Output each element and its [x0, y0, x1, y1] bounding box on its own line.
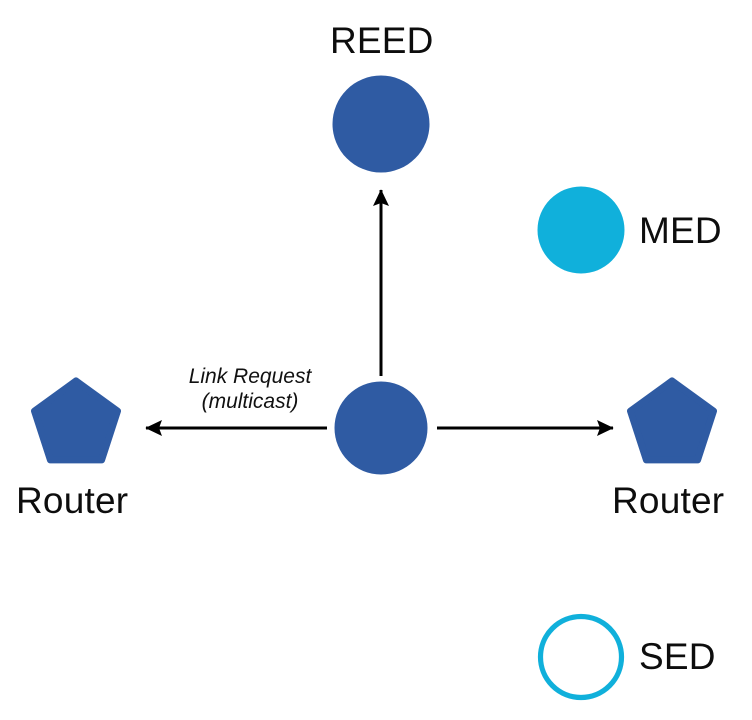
node-label-reed: REED [330, 20, 434, 61]
node-label-router-right: Router [612, 480, 725, 521]
node-router-right[interactable] [627, 377, 717, 464]
node-sed[interactable] [537, 613, 625, 701]
edge-layer [145, 189, 614, 436]
edge-label-line-2: (multicast) [201, 390, 299, 413]
node-label-sed: SED [639, 636, 716, 677]
node-router-left[interactable] [31, 377, 121, 464]
node-label-med: MED [639, 210, 722, 251]
edge-label-line-1: Link Request [188, 365, 312, 388]
node-reed[interactable] [332, 75, 430, 173]
node-label-router-left: Router [16, 480, 129, 521]
node-layer [31, 75, 717, 701]
node-center-router[interactable] [334, 381, 428, 475]
node-med[interactable] [537, 186, 625, 274]
edge-label-link-request: Link Request (multicast) [156, 364, 344, 414]
